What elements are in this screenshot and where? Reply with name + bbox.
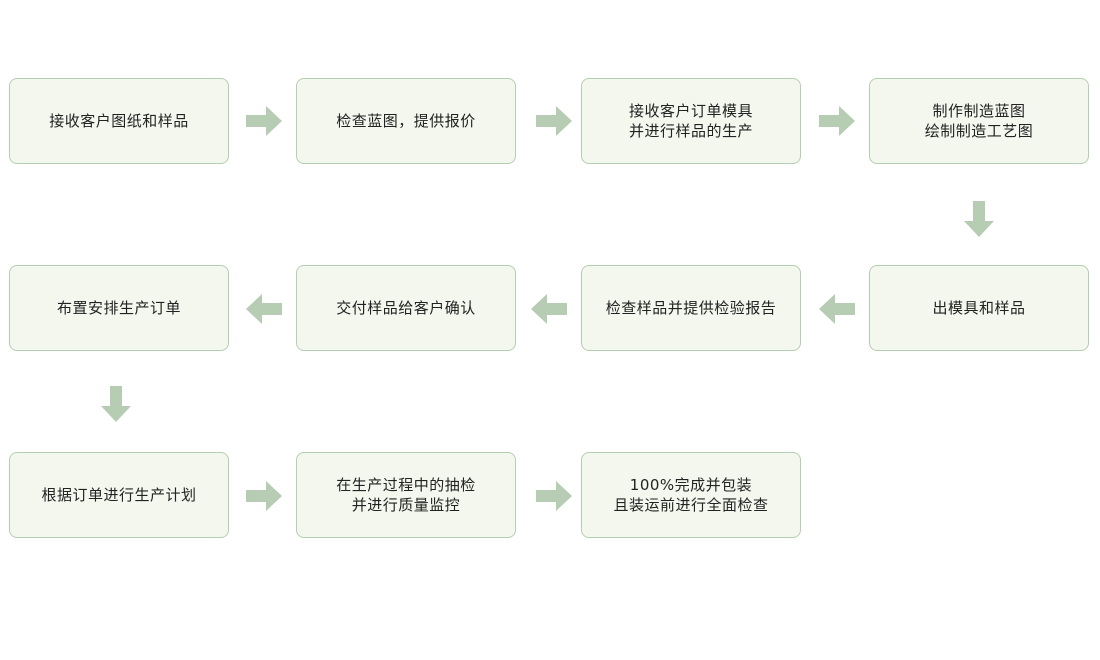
arrow-right-icon [535,477,573,515]
step-text: 并进行样品的生产 [628,122,753,140]
step-production-planning: 根据订单进行生产计划 [9,452,229,538]
step-customer-confirm-samples: 交付样品给客户确认 [296,265,516,351]
arrow-left-icon [530,290,568,328]
step-make-manufacturing-drawings: 制作制造蓝图 绘制制造工艺图 [869,78,1089,164]
step-arrange-production-order: 布置安排生产订单 [9,265,229,351]
step-text: 接收客户订单模具 [628,102,753,120]
step-deliver-mold-samples: 出模具和样品 [869,265,1089,351]
step-receive-drawings-samples: 接收客户图纸和样品 [9,78,229,164]
step-text: 检查样品并提供检验报告 [605,299,777,317]
step-text: 根据订单进行生产计划 [41,486,197,504]
step-check-blueprint-quote: 检查蓝图，提供报价 [296,78,516,164]
arrow-left-icon [818,290,856,328]
step-text: 检查蓝图，提供报价 [336,112,476,130]
step-text: 交付样品给客户确认 [336,299,476,317]
step-inprocess-quality-control: 在生产过程中的抽检 并进行质量监控 [296,452,516,538]
arrow-down-icon [960,200,998,238]
arrow-down-icon [97,385,135,423]
arrow-right-icon [818,102,856,140]
step-text: 且装运前进行全面检查 [613,496,769,514]
step-pack-and-final-inspection: 100%完成并包装 且装运前进行全面检查 [581,452,801,538]
arrow-right-icon [245,477,283,515]
step-text: 出模具和样品 [932,299,1026,317]
step-text: 在生产过程中的抽检 [336,476,476,494]
step-text: 布置安排生产订单 [56,299,181,317]
step-text: 绘制制造工艺图 [924,122,1034,140]
step-inspect-samples-report: 检查样品并提供检验报告 [581,265,801,351]
arrow-left-icon [245,290,283,328]
step-text: 并进行质量监控 [351,496,461,514]
step-text: 制作制造蓝图 [932,102,1026,120]
step-receive-order-produce-samples: 接收客户订单模具 并进行样品的生产 [581,78,801,164]
arrow-right-icon [535,102,573,140]
step-text: 接收客户图纸和样品 [49,112,189,130]
arrow-right-icon [245,102,283,140]
step-text: 100%完成并包装 [629,476,753,494]
